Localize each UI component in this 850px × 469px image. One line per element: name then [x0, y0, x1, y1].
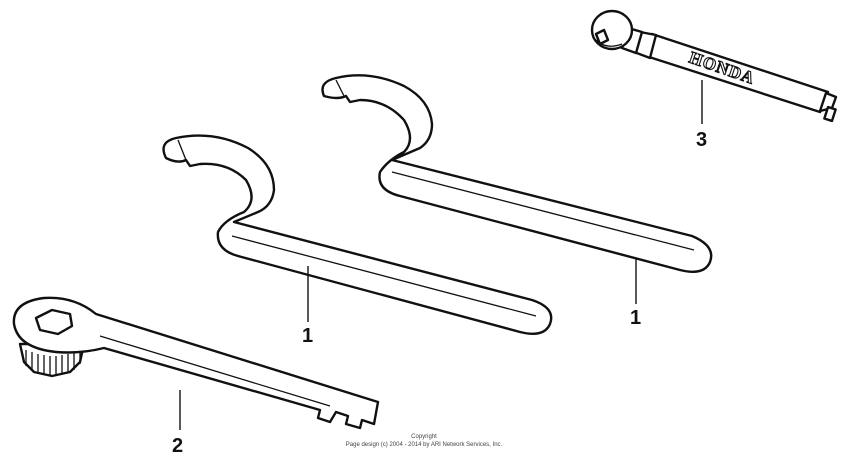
handle-tool[interactable]: HONDA: [590, 9, 838, 123]
box-wrench[interactable]: [12, 296, 380, 430]
callout-1-left: 1: [302, 325, 313, 347]
callout-1-right: 1: [630, 307, 641, 329]
brand-lettering: HONDA: [687, 48, 758, 88]
copyright-line-2: Page design (c) 2004 - 2014 by ARI Netwo…: [346, 442, 503, 448]
callout-3: 3: [696, 129, 707, 151]
copyright-line-1: Copyright: [411, 434, 437, 440]
hook-wrench-right[interactable]: [321, 74, 713, 273]
hook-wrench-left[interactable]: [162, 134, 553, 335]
callout-2: 2: [172, 435, 183, 457]
